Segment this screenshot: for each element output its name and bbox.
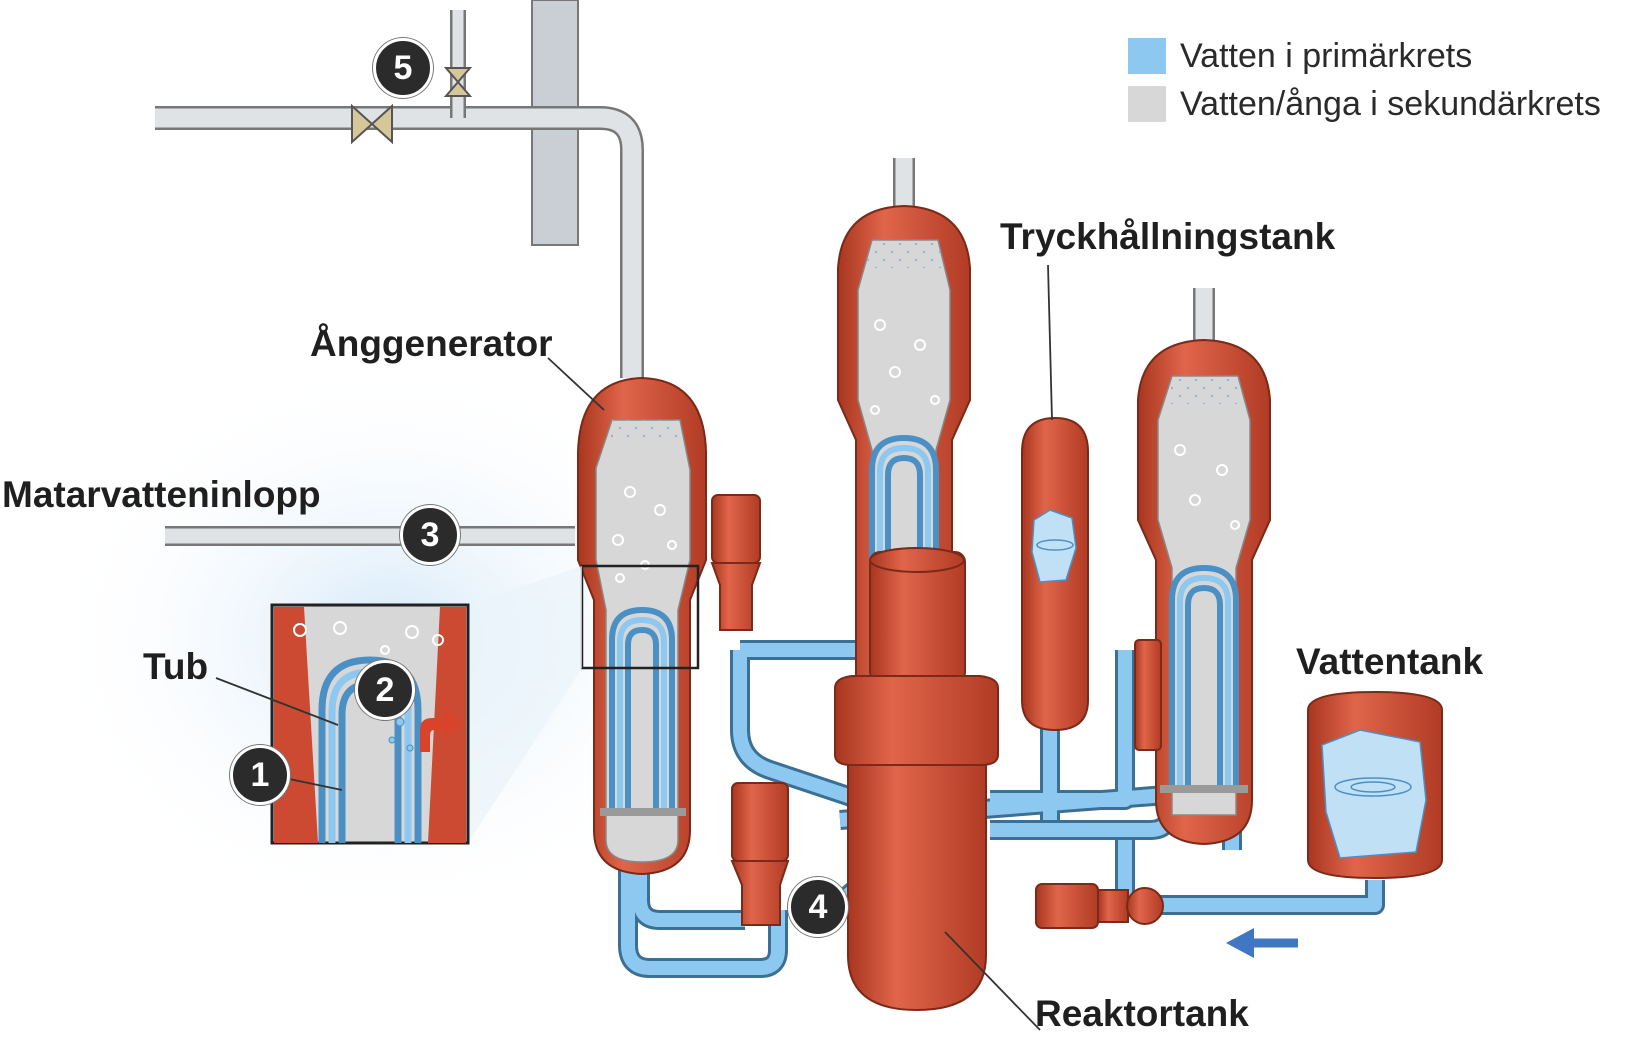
marker-2: 2 xyxy=(355,660,415,720)
label-steam-generator: Ånggenerator xyxy=(310,323,553,364)
marker-4: 4 xyxy=(788,877,848,937)
reactor-tank xyxy=(834,547,999,1012)
legend-item-secondary: Vatten/ånga i sekundärkrets xyxy=(1128,80,1601,128)
label-pressurizer: Tryckhållningstank xyxy=(1000,216,1336,257)
coolant-pump-right xyxy=(1134,639,1162,751)
legend: Vatten i primärkrets Vatten/ånga i sekun… xyxy=(1128,32,1601,128)
zoom-projection xyxy=(468,566,582,843)
tube-detail-inset xyxy=(270,603,470,845)
label-water-tank: Vattentank xyxy=(1296,641,1484,682)
legend-label-primary: Vatten i primärkrets xyxy=(1180,36,1473,75)
valve-icon xyxy=(443,67,473,97)
marker-1: 1 xyxy=(230,745,290,805)
steam-generator-left xyxy=(577,376,707,876)
coolant-pump-upper xyxy=(710,494,762,631)
label-reactor-tank: Reaktortank xyxy=(1035,993,1249,1034)
water-tank xyxy=(1307,690,1443,880)
secondary-pipes xyxy=(155,0,1215,546)
marker-3: 3 xyxy=(400,505,460,565)
leader-lines xyxy=(215,264,1053,1031)
label-tube: Tub xyxy=(143,646,209,687)
coolant-pump-lower xyxy=(730,782,790,926)
legend-label-secondary: Vatten/ånga i sekundärkrets xyxy=(1180,84,1601,123)
legend-swatch-secondary xyxy=(1128,86,1166,122)
legend-swatch-primary xyxy=(1128,38,1166,74)
label-feedwater-inlet: Matarvatteninlopp xyxy=(2,474,321,515)
steam-generator-right xyxy=(1137,338,1271,846)
legend-item-primary: Vatten i primärkrets xyxy=(1128,32,1601,80)
leak-arrow-icon xyxy=(420,708,462,752)
flow-arrow-icon xyxy=(1226,928,1298,958)
aux-feed-pump xyxy=(1035,883,1164,929)
valve-icon xyxy=(351,103,393,145)
marker-5: 5 xyxy=(373,38,433,98)
pressurizer-tank xyxy=(1021,416,1089,732)
